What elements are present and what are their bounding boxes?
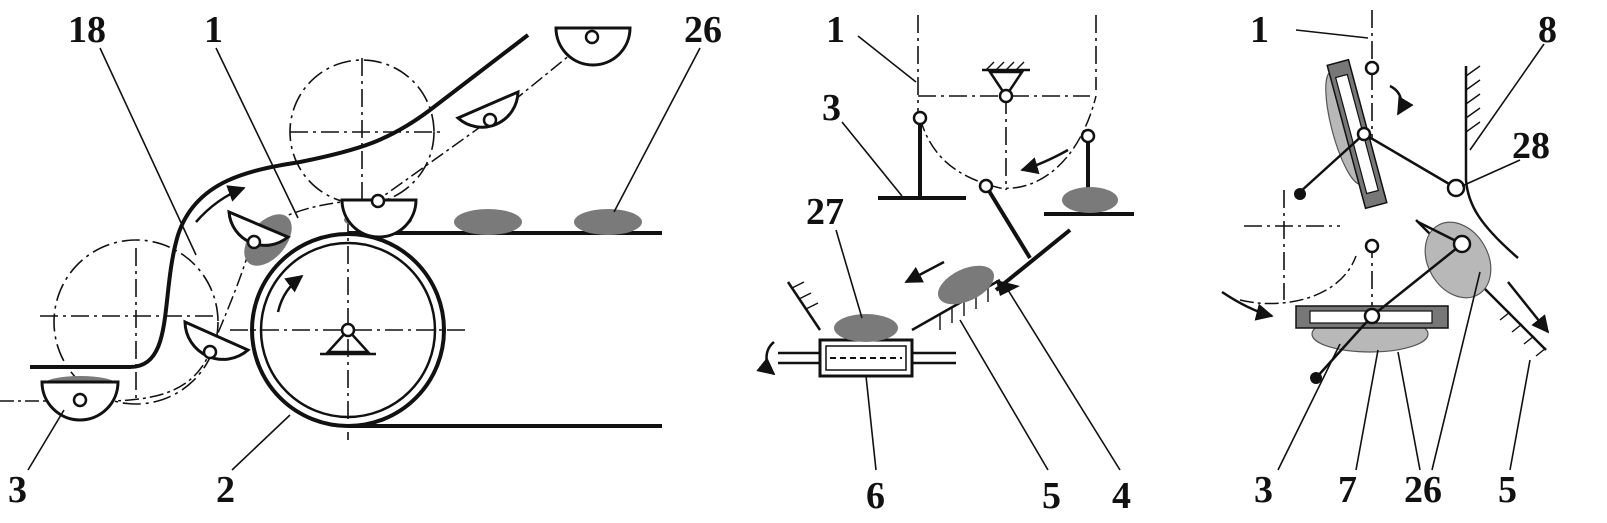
- chute-hatch: [1499, 311, 1547, 357]
- plate: [994, 228, 1072, 292]
- label-27: 27: [806, 191, 844, 233]
- leader-line: [1397, 351, 1421, 471]
- guide-curve: [1464, 179, 1519, 259]
- leader-line: [1355, 349, 1379, 471]
- cup: [183, 319, 251, 361]
- motion-arrow: [195, 185, 246, 223]
- leader-line: [1431, 271, 1481, 471]
- leader-line: [835, 229, 863, 319]
- label-5: 5: [1498, 469, 1517, 511]
- pivot: [1446, 178, 1466, 198]
- cup: [455, 89, 520, 129]
- leader-line: [1461, 159, 1521, 187]
- motion-arrow: [904, 260, 945, 284]
- plate-stem: [984, 184, 1032, 260]
- leader-line: [1277, 343, 1341, 471]
- plate-tip: [996, 280, 1020, 296]
- label-3: 3: [1254, 469, 1273, 511]
- label-3: 3: [8, 469, 27, 511]
- leader-line: [215, 47, 299, 219]
- panel-b: 1 3 27 6 5 4: [756, 9, 1134, 517]
- loaf: [1424, 221, 1492, 299]
- pivot: [1364, 238, 1380, 254]
- leader-line: [613, 47, 701, 213]
- pivot: [978, 178, 994, 194]
- leader-line: [857, 35, 917, 83]
- lever: [1371, 243, 1463, 317]
- pivot: [912, 110, 928, 126]
- cup: [40, 376, 120, 422]
- guide-curve: [30, 33, 530, 369]
- label-26: 26: [1404, 469, 1442, 511]
- loaf: [937, 265, 995, 305]
- label-1: 1: [826, 9, 845, 51]
- label-5: 5: [1042, 475, 1061, 517]
- leader-line: [231, 414, 291, 471]
- label-2: 2: [216, 469, 235, 511]
- leader-line: [841, 121, 903, 197]
- label-1: 1: [1250, 9, 1269, 51]
- leader-line: [1469, 43, 1545, 151]
- pivot: [1452, 234, 1472, 254]
- pivot: [998, 88, 1014, 104]
- support-hatch: [985, 61, 1025, 71]
- lever-end: [1310, 372, 1322, 384]
- loaf: [574, 209, 642, 235]
- leader-line: [1509, 359, 1531, 471]
- rotation-arrow: [276, 274, 304, 313]
- pivot: [1364, 60, 1380, 76]
- panel-a: 18 1 26 3 2: [0, 9, 722, 511]
- rotation-arrow: [756, 341, 776, 376]
- cup: [554, 26, 632, 67]
- wall: [786, 281, 822, 331]
- label-1: 1: [204, 9, 223, 51]
- cup-path: [0, 36, 593, 402]
- motion-arrow: [1221, 290, 1274, 321]
- panel-c: 1 8 28 3 7 26 5: [1221, 9, 1557, 511]
- pivot-support: [987, 70, 1025, 99]
- leader-line: [865, 375, 877, 471]
- cup: [227, 209, 292, 266]
- label-7: 7: [1338, 469, 1357, 511]
- label-4: 4: [1112, 475, 1131, 517]
- lever-end: [1294, 188, 1306, 200]
- label-26: 26: [684, 9, 722, 51]
- wall-hatch: [1465, 65, 1481, 133]
- pivot: [1363, 307, 1381, 325]
- label-28: 28: [1512, 125, 1550, 167]
- lever: [1363, 132, 1457, 190]
- label-18: 18: [68, 9, 106, 51]
- wall-hatch: [791, 281, 819, 310]
- leader-line: [959, 319, 1049, 471]
- swing-path: [919, 95, 1097, 190]
- motion-arrow: [1507, 281, 1550, 334]
- swing-path: [1239, 255, 1357, 305]
- label-8: 8: [1538, 9, 1557, 51]
- loaf: [834, 314, 898, 342]
- motion-arrow: [1020, 148, 1069, 175]
- leader-line: [27, 409, 65, 471]
- leader-line: [1007, 289, 1121, 471]
- loaf: [454, 209, 522, 235]
- lever: [1299, 133, 1365, 193]
- lever: [1315, 315, 1373, 379]
- drum-support: [325, 328, 371, 354]
- rotation-arrow: [1389, 84, 1414, 116]
- leader-line: [1295, 29, 1369, 39]
- drum-pivot: [340, 322, 356, 338]
- rolling-circle-lower: [53, 239, 219, 405]
- leader-line: [99, 47, 197, 256]
- cup: [340, 193, 418, 239]
- pivot: [1356, 126, 1372, 142]
- label-6: 6: [866, 475, 885, 517]
- loaf: [1062, 187, 1118, 213]
- pivot: [1080, 128, 1096, 144]
- label-3: 3: [822, 87, 841, 129]
